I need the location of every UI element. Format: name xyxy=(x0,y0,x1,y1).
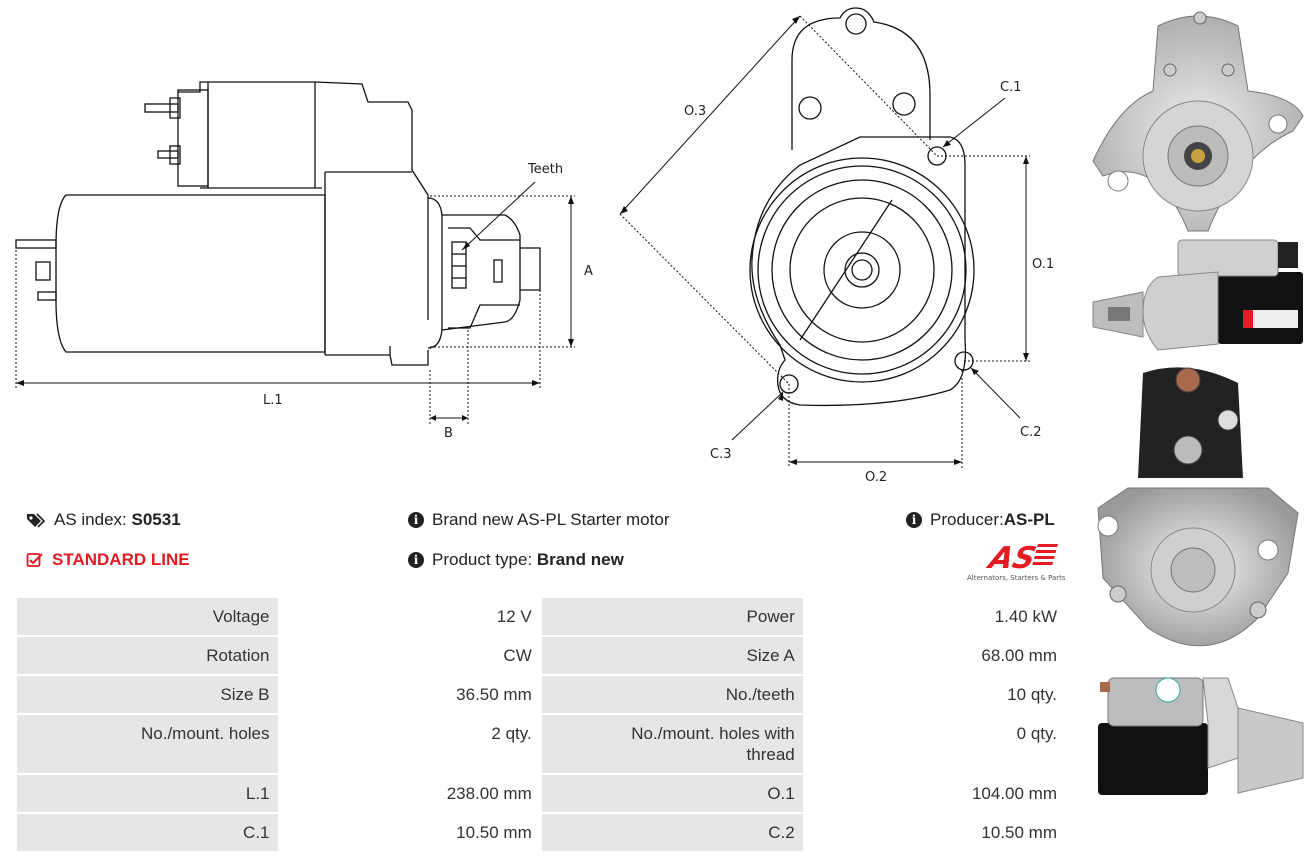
svg-text:AS: AS xyxy=(983,541,1039,575)
dimension-o3-label: O.3 xyxy=(684,104,706,119)
front-view-drawing: O.3 C.1 O.1 C.2 C.3 O.2 xyxy=(619,7,1054,485)
spec-key: No./teeth xyxy=(541,676,803,713)
dimension-c3-label: C.3 xyxy=(710,447,731,462)
producer-label: Producer: xyxy=(930,510,1004,529)
info-icon: i xyxy=(906,512,922,528)
product-type-value: Brand new xyxy=(536,550,624,569)
as-index-label: AS index: xyxy=(54,510,127,529)
spec-value: 10.50 mm xyxy=(804,814,1065,851)
spec-key: C.2 xyxy=(541,814,803,851)
dimension-b-label: B xyxy=(444,426,453,441)
spec-value: 0 qty. xyxy=(804,715,1065,773)
spec-key: L.1 xyxy=(17,775,278,812)
table-row: Size B 36.50 mm No./teeth 10 qty. xyxy=(17,676,1065,713)
product-type-label: Product type: xyxy=(432,550,533,569)
spec-key: Size A xyxy=(541,637,803,674)
as-index-row: AS index: S0531 xyxy=(26,510,181,530)
product-photo-side xyxy=(1092,239,1303,351)
product-photo-front xyxy=(1092,11,1304,232)
solenoid-cap xyxy=(177,89,209,187)
spec-key: Voltage xyxy=(17,598,278,635)
spec-key: C.1 xyxy=(17,814,278,851)
dimension-o1-label: O.1 xyxy=(1032,257,1054,272)
product-photo-rear xyxy=(1097,367,1299,647)
product-type-row: i Product type: Brand new xyxy=(408,550,624,570)
info-icon: i xyxy=(408,552,424,568)
logo-tagline: Alternators, Starters & Parts xyxy=(967,574,1066,582)
as-index-value: S0531 xyxy=(131,510,181,529)
info-icon: i xyxy=(408,512,424,528)
spec-value: 104.00 mm xyxy=(804,775,1065,812)
description-text: Brand new AS-PL Starter motor xyxy=(432,510,670,529)
producer-row: i Producer: AS-PL xyxy=(906,510,1055,530)
dimension-o2-label: O.2 xyxy=(865,470,887,485)
dimension-l1-label: L.1 xyxy=(263,393,283,408)
check-square-icon xyxy=(26,553,43,567)
spec-key: No./mount. holes with thread xyxy=(541,715,803,773)
table-row: L.1 238.00 mm O.1 104.00 mm xyxy=(17,775,1065,812)
spec-value: 68.00 mm xyxy=(804,637,1065,674)
dimension-c2-label: C.2 xyxy=(1020,425,1041,440)
teeth-label: Teeth xyxy=(527,162,563,177)
description-row: i Brand new AS-PL Starter motor xyxy=(408,510,669,530)
as-logo-mark: AS Alternators, Starters & Parts xyxy=(967,541,1066,582)
spec-value: 10.50 mm xyxy=(279,814,540,851)
spec-value: 2 qty. xyxy=(279,715,540,773)
spec-value: CW xyxy=(279,637,540,674)
spec-key: Rotation xyxy=(17,637,278,674)
dimension-c1-label: C.1 xyxy=(1000,80,1021,95)
as-pl-logo: AS Alternators, Starters & Parts xyxy=(965,540,1070,585)
side-view-drawing: Teeth A B L.1 xyxy=(15,81,593,441)
tags-icon xyxy=(27,513,46,528)
table-row: No./mount. holes 2 qty. No./mount. holes… xyxy=(17,715,1065,773)
spec-key: No./mount. holes xyxy=(17,715,278,773)
producer-value: AS-PL xyxy=(1003,510,1055,529)
table-row: C.1 10.50 mm C.2 10.50 mm xyxy=(17,814,1065,851)
spec-key: Power xyxy=(541,598,803,635)
spec-value: 1.40 kW xyxy=(804,598,1065,635)
spec-value: 10 qty. xyxy=(804,676,1065,713)
standard-line-row: STANDARD LINE xyxy=(26,550,190,570)
table-row: Voltage 12 V Power 1.40 kW xyxy=(17,598,1065,635)
dimension-a-label: A xyxy=(584,264,593,279)
product-photo-angle xyxy=(1098,677,1304,795)
table-row: Rotation CW Size A 68.00 mm xyxy=(17,637,1065,674)
spec-key: Size B xyxy=(17,676,278,713)
spec-value: 36.50 mm xyxy=(279,676,540,713)
spec-value: 12 V xyxy=(279,598,540,635)
spec-key: O.1 xyxy=(541,775,803,812)
spec-value: 238.00 mm xyxy=(279,775,540,812)
standard-line-label: STANDARD LINE xyxy=(52,550,190,569)
specs-table: Voltage 12 V Power 1.40 kW Rotation CW S… xyxy=(15,596,1067,853)
